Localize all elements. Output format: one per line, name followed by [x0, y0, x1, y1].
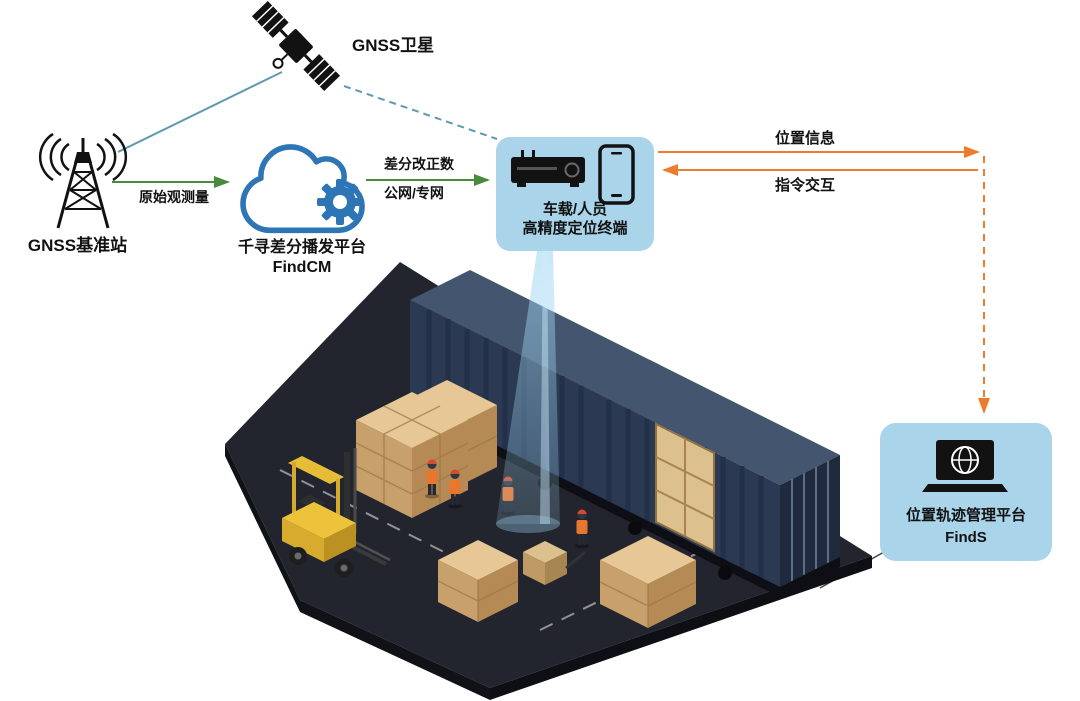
- pallet-stack-left: [355, 392, 469, 518]
- management-platform-title: 位置轨迹管理平台: [905, 507, 1026, 524]
- gear-icon: [317, 179, 363, 225]
- satellite-to-terminal-dashed-line: [343, 85, 498, 140]
- gnss-satellite-icon: [251, 0, 341, 92]
- warehouse-scene: [225, 251, 872, 700]
- forklift: [282, 448, 391, 577]
- cloud-platform-icon: [240, 144, 365, 234]
- satellite-to-base-line: [117, 71, 283, 153]
- corrections-label-2: 公网/专网: [384, 185, 444, 201]
- pallet-jack-load: [523, 541, 586, 585]
- pallet-stack-right: [599, 536, 697, 628]
- receiver-device-icon: [511, 150, 585, 187]
- worker-4: [575, 509, 589, 549]
- satellite-label: GNSS卫星: [352, 36, 435, 55]
- position-info-label: 位置信息: [774, 130, 835, 147]
- positioning-beam: [496, 251, 560, 533]
- terminal-label-1: 车载/人员: [542, 201, 608, 218]
- management-panel: [880, 423, 1052, 561]
- laptop-globe-icon: [922, 440, 1008, 492]
- management-platform-subtitle: FindS: [945, 529, 987, 546]
- pallet-stack-center: [437, 540, 519, 622]
- base-station-label: GNSS基准站: [27, 236, 128, 255]
- corrections-label-1: 差分改正数: [384, 156, 454, 172]
- raw-observation-label: 原始观测量: [139, 189, 209, 205]
- terminal-label-2: 高精度定位终端: [522, 220, 628, 237]
- cloud-platform-title: 千寻差分播发平台: [237, 239, 366, 256]
- command-interaction-label: 指令交互: [774, 177, 835, 194]
- cloud-platform-subtitle: FindCM: [272, 259, 332, 276]
- worker-1: [425, 459, 439, 499]
- worker-2: [448, 469, 462, 509]
- base-station-icon: [38, 132, 128, 229]
- smartphone-icon: [598, 144, 635, 205]
- container-2: [590, 360, 840, 597]
- terminal-panel: [496, 137, 654, 251]
